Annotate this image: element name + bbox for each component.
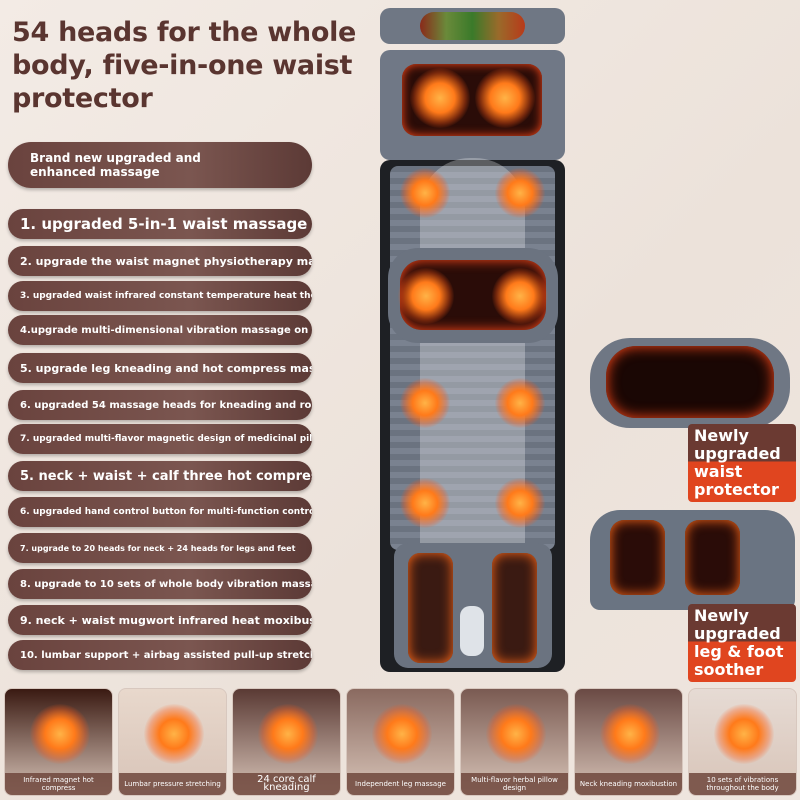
callout-waist-protector: Newly upgraded waist protector xyxy=(688,424,796,502)
heat-glow xyxy=(600,704,660,764)
heat-glow xyxy=(714,704,774,764)
heat-glow xyxy=(30,704,90,764)
feature-item: 8. upgrade to 10 sets of whole body vibr… xyxy=(8,569,312,599)
feature-item: 6. upgraded hand control button for mult… xyxy=(8,497,312,527)
herbal-pillow-window xyxy=(420,12,525,40)
heat-glow xyxy=(486,704,546,764)
feature-item: 3. upgraded waist infrared constant temp… xyxy=(8,281,312,311)
thumbnail: Infrared magnet hot compress xyxy=(4,688,113,796)
massage-mat-image xyxy=(380,8,565,673)
foot-cavity-left xyxy=(610,520,665,595)
feature-item: 10. lumbar support + airbag assisted pul… xyxy=(8,640,312,670)
feature-item: 5. neck + waist + calf three hot compres… xyxy=(8,461,312,491)
feature-item: 4.upgrade multi-dimensional vibration ma… xyxy=(8,315,312,345)
thumbnail-caption: 10 sets of vibrations throughout the bod… xyxy=(689,773,796,795)
leg-foot-soother-image xyxy=(590,510,795,610)
foot-cavity-right xyxy=(685,520,740,595)
feature-item: 1. upgraded 5-in-1 waist massage xyxy=(8,209,312,239)
thumbnail-caption: Neck kneading moxibustion xyxy=(575,773,682,795)
headline: 54 heads for the whole body, five-in-one… xyxy=(12,17,357,114)
feature-item: 5. upgrade leg kneading and hot compress… xyxy=(8,353,312,383)
control-buttons[interactable] xyxy=(460,606,484,656)
thumbnail: 24 core calf kneading xyxy=(232,688,341,796)
thumbnail: Independent leg massage xyxy=(346,688,455,796)
thumbnail-caption: Infrared magnet hot compress xyxy=(5,773,112,795)
thumbnail-caption: 24 core calf kneading xyxy=(233,773,340,795)
feature-item: 6. upgraded 54 massage heads for kneadin… xyxy=(8,390,312,420)
intro-banner: Brand new upgraded and enhanced massage xyxy=(8,142,312,188)
feature-item: 7. upgrade to 20 heads for neck + 24 hea… xyxy=(8,533,312,563)
thumbnail-caption: Lumbar pressure stretching xyxy=(119,773,226,795)
feature-item: 7. upgraded multi-flavor magnetic design… xyxy=(8,424,312,454)
heat-glow xyxy=(372,704,432,764)
waist-protector-image xyxy=(590,338,790,428)
leg-cavity-left xyxy=(408,553,453,663)
thumbnail: Lumbar pressure stretching xyxy=(118,688,227,796)
thumbnail-caption: Multi-flavor herbal pillow design xyxy=(461,773,568,795)
feature-item: 9. neck + waist mugwort infrared heat mo… xyxy=(8,605,312,635)
thumbnail: Neck kneading moxibustion xyxy=(574,688,683,796)
waist-heat-coil xyxy=(606,346,774,418)
feature-item: 2. upgrade the waist magnet physiotherap… xyxy=(8,246,312,276)
leg-cavity-right xyxy=(492,553,537,663)
callout-leg-foot-soother: Newly upgraded leg & foot soother xyxy=(688,604,796,682)
thumbnail-caption: Independent leg massage xyxy=(347,773,454,795)
thumbnail: 10 sets of vibrations throughout the bod… xyxy=(688,688,797,796)
heat-glow xyxy=(144,704,204,764)
heat-glow xyxy=(258,704,318,764)
thumbnail: Multi-flavor herbal pillow design xyxy=(460,688,569,796)
